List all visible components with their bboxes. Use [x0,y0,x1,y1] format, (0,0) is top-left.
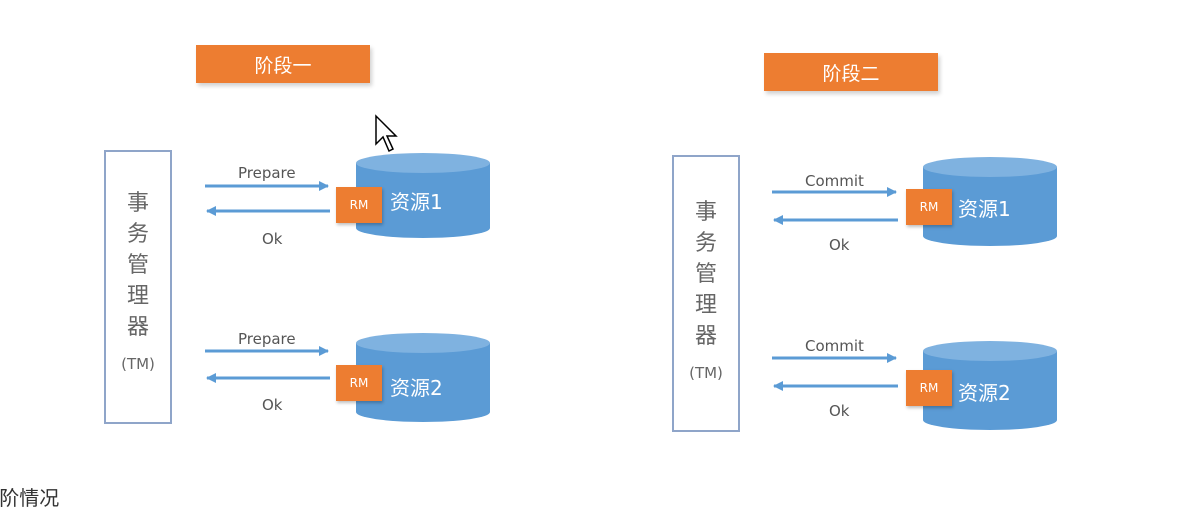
resource-cylinder-2-2 [923,341,1057,430]
resource-cylinder-1-1 [356,153,490,238]
rm-badge-2-2: RM [906,370,952,406]
tm-char: 事 [126,191,149,216]
tm-abbreviation: (TM) [121,355,155,373]
tm-char: 理 [126,284,149,309]
rm-badge-1-2: RM [336,365,382,401]
phase-one-title: 阶段一 [196,45,370,83]
footer-partial-text: -阶情况 [0,486,60,510]
resource-cylinder-2-1 [923,157,1057,246]
tm-char: 管 [126,253,149,278]
tm-char: 管 [694,262,717,287]
commit-label-1: Commit [805,172,864,190]
resource-label-1-1: 资源1 [390,190,443,214]
tm-char: 器 [694,324,717,349]
rm-badge-2-1: RM [906,189,952,225]
mouse-pointer-icon [375,114,398,153]
prepare-label-1: Prepare [238,164,296,182]
rm-badge-1-1: RM [336,187,382,223]
transaction-manager-box-2: 事 务 管 理 器 (TM) [672,155,740,432]
tm-char: 理 [694,293,717,318]
ok-label-4: Ok [829,402,850,420]
ok-label-1: Ok [262,230,283,248]
phase-two-title: 阶段二 [764,53,938,91]
tm-char: 务 [694,231,717,256]
ok-label-2: Ok [262,396,283,414]
resource-label-2-1: 资源1 [958,197,1011,221]
resource-label-1-2: 资源2 [390,376,443,400]
diagram-canvas [205,114,1057,430]
tm-char: 务 [126,222,149,247]
ok-label-3: Ok [829,236,850,254]
resource-label-2-2: 资源2 [958,381,1011,405]
resource-cylinder-1-2 [356,333,490,422]
tm-abbreviation: (TM) [689,364,723,382]
commit-label-2: Commit [805,337,864,355]
prepare-label-2: Prepare [238,330,296,348]
tm-char: 事 [694,200,717,225]
transaction-manager-box-1: 事 务 管 理 器 (TM) [104,150,172,424]
tm-char: 器 [126,315,149,340]
